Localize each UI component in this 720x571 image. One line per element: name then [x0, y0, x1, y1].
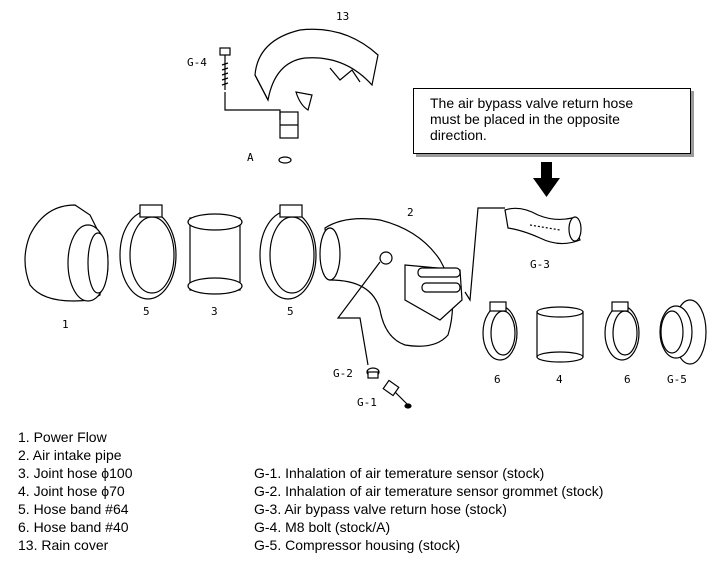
callout-g5: G-5: [667, 373, 687, 386]
temperature-sensor-drawing: [382, 379, 412, 409]
legend-item: G-1. Inhalation of air temerature sensor…: [254, 465, 545, 481]
parts-legend-right: G-1. Inhalation of air temerature sensor…: [254, 464, 603, 554]
hose-band-40-left-drawing: [482, 301, 518, 361]
legend-item: 3. Joint hose ϕ100: [18, 465, 133, 481]
callout-g3: G-3: [530, 258, 550, 271]
legend-item: 4. Joint hose ϕ70: [18, 483, 125, 499]
power-flow-filter-drawing: [24, 204, 109, 302]
compressor-housing-drawing: [659, 299, 707, 365]
joint-hose-100-drawing: [187, 213, 243, 295]
legend-item: G-4. M8 bolt (stock/A): [254, 519, 391, 535]
legend-item: 5. Hose band #64: [18, 501, 129, 517]
legend-item: 1. Power Flow: [18, 429, 107, 445]
callout-6-left: 6: [494, 373, 501, 386]
m8-bolt-drawing: [219, 47, 281, 120]
callout-a: A: [247, 151, 254, 164]
callout-2: 2: [407, 206, 414, 219]
legend-item: 6. Hose band #40: [18, 519, 129, 535]
joint-hose-70-drawing: [536, 306, 584, 363]
callout-g1: G-1: [357, 396, 377, 409]
callout-4: 4: [556, 373, 563, 386]
hose-band-40-right-drawing: [604, 301, 640, 361]
sensor-grommet-drawing: [336, 261, 381, 379]
callout-13: 13: [336, 10, 349, 23]
callout-1: 1: [62, 318, 69, 331]
legend-item: G-2. Inhalation of air temerature sensor…: [254, 483, 604, 499]
callout-5-right: 5: [287, 305, 294, 318]
rain-cover-drawing: [254, 28, 379, 164]
air-intake-pipe-drawing: [319, 207, 505, 347]
note-line-1: The air bypass valve return hose: [430, 95, 634, 111]
down-arrow-icon: [533, 162, 560, 197]
callout-3: 3: [211, 305, 218, 318]
note-text: The air bypass valve return hose must be…: [430, 95, 685, 143]
legend-item: G-3. Air bypass valve return hose (stock…: [254, 501, 507, 517]
legend-item: 2. Air intake pipe: [18, 447, 122, 463]
bypass-return-hose-drawing: [504, 207, 582, 245]
hose-band-64-left-drawing: [119, 204, 177, 300]
note-line-2: must be placed in the opposite: [430, 111, 620, 127]
legend-item: 13. Rain cover: [18, 537, 109, 553]
parts-legend-left: 1. Power Flow 2. Air intake pipe 3. Join…: [18, 428, 132, 554]
callout-g4: G-4: [187, 56, 207, 69]
note-line-3: direction.: [430, 127, 487, 143]
note-box: [413, 88, 691, 154]
legend-item: G-5. Compressor housing (stock): [254, 537, 461, 553]
callout-5-left: 5: [143, 305, 150, 318]
callout-6-right: 6: [624, 373, 631, 386]
hose-band-64-right-drawing: [259, 204, 317, 300]
callout-g2: G-2: [333, 367, 353, 380]
